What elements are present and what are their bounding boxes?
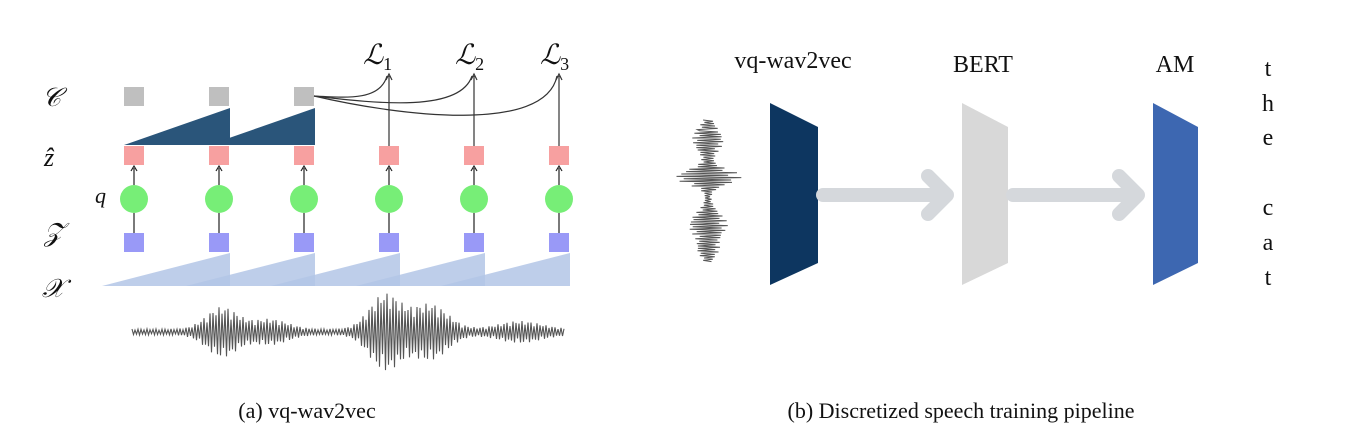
arrow-head xyxy=(470,72,478,81)
timestep-columns xyxy=(120,72,573,252)
row-label-x: 𝒳 xyxy=(42,274,72,303)
output-char: t xyxy=(1265,56,1272,82)
quantizer-node xyxy=(545,185,573,213)
loss-curve-1 xyxy=(313,75,388,98)
output-char: c xyxy=(1263,195,1274,221)
vertical-waveform xyxy=(676,119,742,263)
output-char: t xyxy=(1265,265,1272,291)
bert-block xyxy=(962,103,1008,285)
encoder-field-4 xyxy=(356,253,485,286)
arrow-head xyxy=(555,164,563,172)
context-vector xyxy=(294,87,314,106)
z-vector xyxy=(549,233,569,252)
output-transcript: t h e c a t xyxy=(1262,56,1274,291)
output-char: a xyxy=(1263,230,1274,256)
panel-a: 𝒞 ẑ 𝒵 𝒳 q ℒ1 ℒ2 ℒ3 xyxy=(42,40,573,423)
loss-label-3: ℒ3 xyxy=(540,40,569,74)
z-hat-vector xyxy=(209,146,229,165)
z-hat-vector xyxy=(124,146,144,165)
row-label-z-hat: ẑ xyxy=(43,143,55,172)
quantizer-node xyxy=(290,185,318,213)
z-vector xyxy=(464,233,484,252)
timestep-column xyxy=(375,72,403,252)
vq-wav2vec-block xyxy=(770,103,818,285)
pipeline-arrows xyxy=(816,169,1145,221)
loss-curve-3 xyxy=(313,75,558,116)
z-hat-vector xyxy=(549,146,569,165)
timestep-column xyxy=(120,87,148,252)
context-network xyxy=(124,108,315,145)
caption-a: (a) vq-wav2vec xyxy=(238,398,376,423)
encoder-receptive-fields xyxy=(102,253,570,286)
encoder-field-2 xyxy=(186,253,315,286)
context-field-1 xyxy=(124,108,230,145)
timestep-column xyxy=(290,87,318,252)
z-hat-vector xyxy=(379,146,399,165)
loss-connections xyxy=(313,75,558,116)
encoder-field-5 xyxy=(441,253,570,286)
loss-label-1: ℒ1 xyxy=(363,40,392,74)
output-char: h xyxy=(1262,91,1274,117)
output-char: e xyxy=(1263,125,1274,151)
row-label-c: 𝒞 xyxy=(42,83,68,112)
arrow-bert-to-am xyxy=(1006,169,1145,221)
am-block xyxy=(1153,103,1198,285)
encoder-field-3 xyxy=(271,253,400,286)
quantizer-node xyxy=(375,185,403,213)
quantizer-node xyxy=(120,185,148,213)
quantizer-node xyxy=(460,185,488,213)
vertical-waveform-trace xyxy=(676,119,742,263)
timestep-column xyxy=(205,87,233,252)
stage-label-am: AM xyxy=(1156,52,1195,78)
arrow-head xyxy=(470,164,478,172)
waveform-trace xyxy=(131,293,565,371)
loss-curve-2 xyxy=(313,75,473,104)
z-vector xyxy=(209,233,229,252)
arrow-head xyxy=(385,72,393,81)
arrow-head xyxy=(385,164,393,172)
context-vector xyxy=(124,87,144,106)
arrow-head xyxy=(215,164,223,172)
quantizer-node xyxy=(205,185,233,213)
loss-label-2: ℒ2 xyxy=(455,40,484,74)
panel-b: vq-wav2vec BERT AM t h e c a t xyxy=(676,48,1274,423)
row-label-z: 𝒵 xyxy=(43,218,70,247)
timestep-column xyxy=(460,72,488,252)
z-hat-vector xyxy=(464,146,484,165)
context-vector xyxy=(209,87,229,106)
caption-b: (b) Discretized speech training pipeline xyxy=(788,398,1135,423)
z-vector xyxy=(124,233,144,252)
encoder-field-1 xyxy=(102,253,230,286)
input-waveform xyxy=(131,293,565,371)
z-vector xyxy=(379,233,399,252)
stage-label-vq-wav2vec: vq-wav2vec xyxy=(734,48,851,74)
timestep-column xyxy=(545,72,573,252)
arrow-vq-to-bert xyxy=(816,169,954,221)
z-hat-vector xyxy=(294,146,314,165)
context-field-2 xyxy=(209,108,315,145)
z-vector xyxy=(294,233,314,252)
arrow-head xyxy=(130,164,138,172)
arrow-head xyxy=(300,164,308,172)
stage-label-bert: BERT xyxy=(953,52,1013,78)
quantizer-label: q xyxy=(95,183,106,208)
